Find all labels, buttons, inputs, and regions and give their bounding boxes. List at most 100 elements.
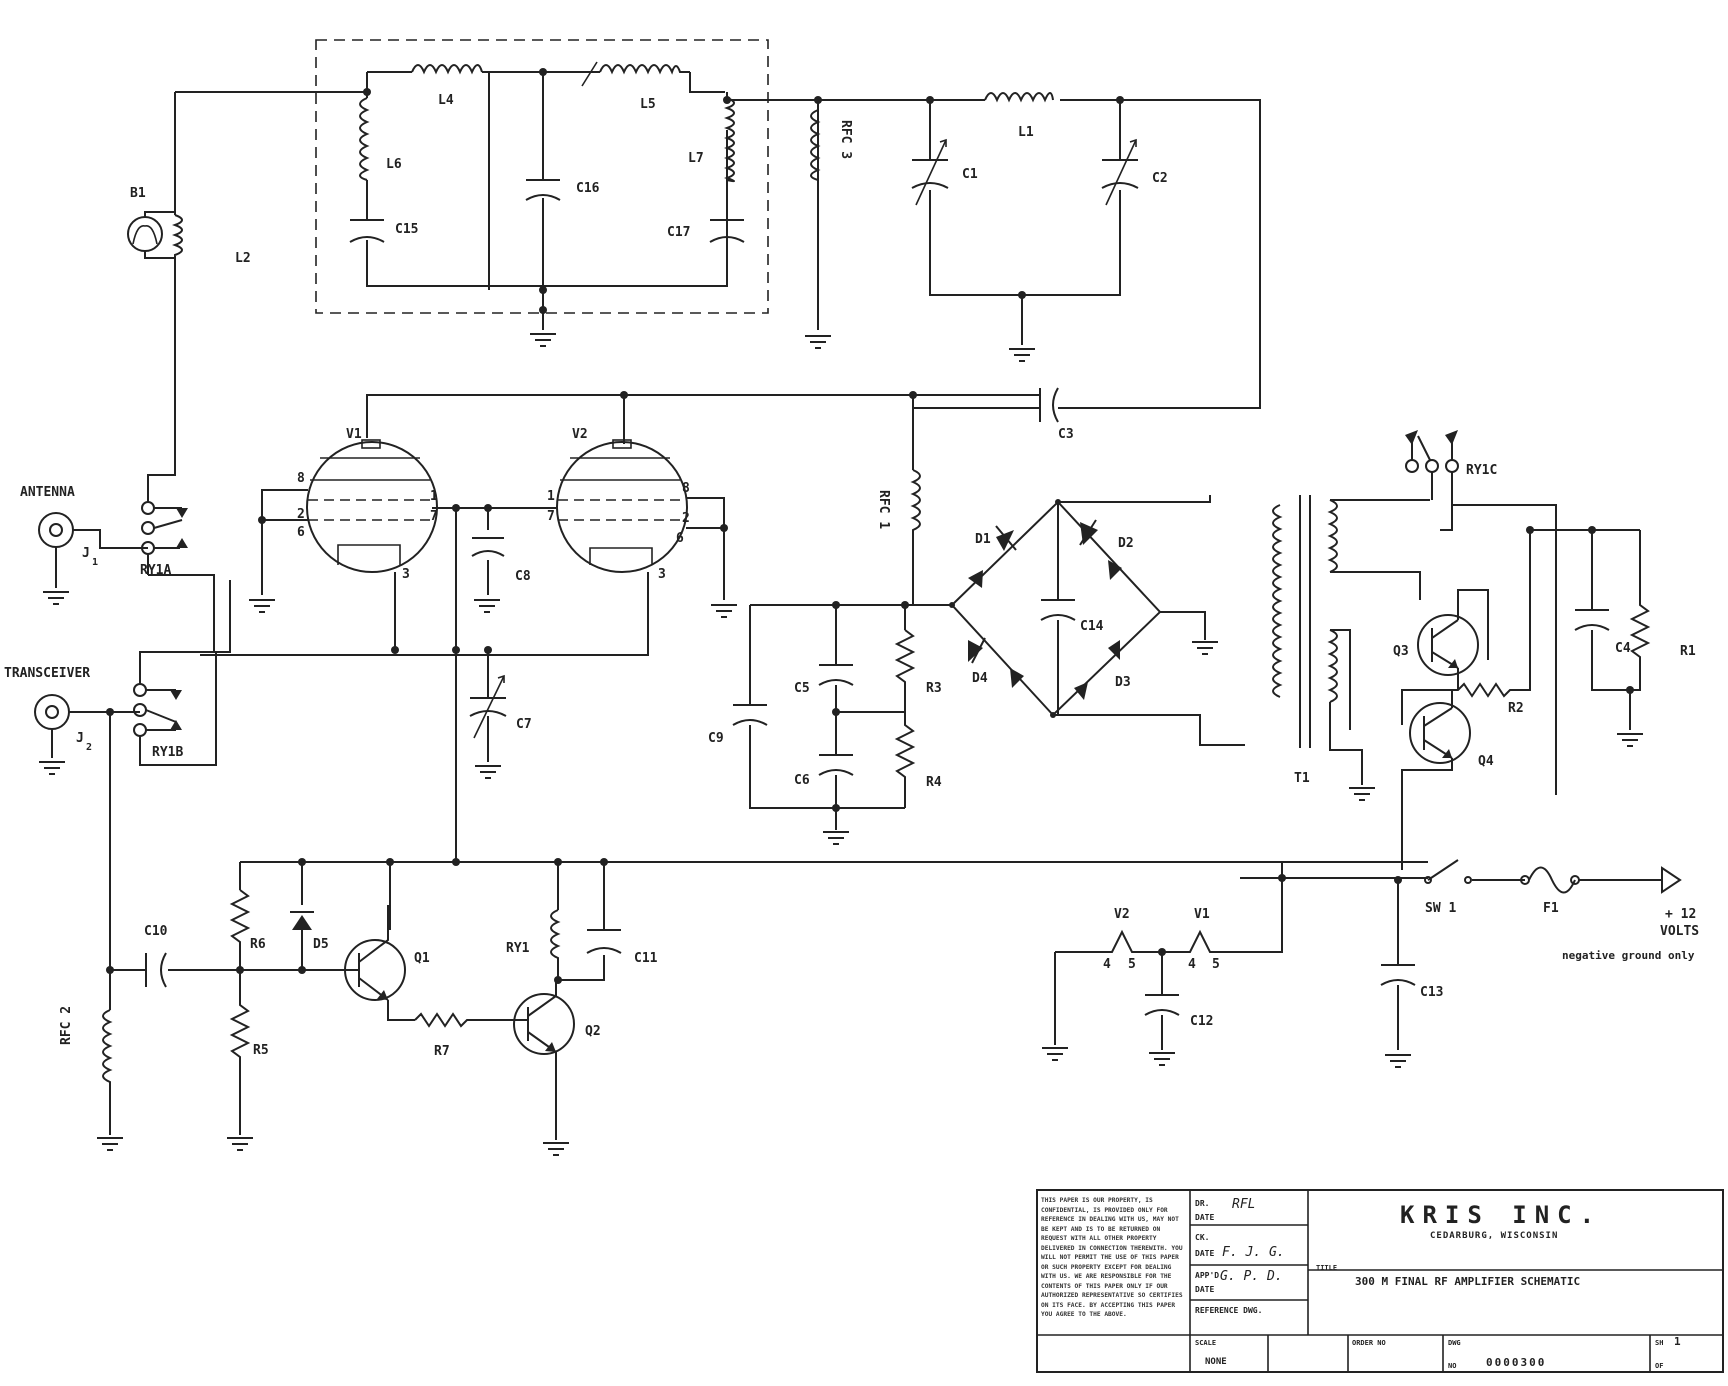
capacitor-C11: C11 xyxy=(586,929,658,966)
variable-capacitor-C7: C7 xyxy=(469,646,532,762)
label-C2: C2 xyxy=(1152,171,1168,186)
capacitor-C16: C16 xyxy=(525,179,600,201)
bridge-rectifier: C14 xyxy=(949,495,1245,746)
capacitor-C10: C10 xyxy=(106,712,350,1010)
label-SW1: SW 1 xyxy=(1425,901,1456,916)
pin-v1-8: 8 xyxy=(297,471,305,486)
label-V1: V1 xyxy=(346,427,362,442)
title-label: TITLE xyxy=(1316,1264,1337,1272)
title-block-notice: THIS PAPER IS OUR PROPERTY, IS CONFIDENT… xyxy=(1041,1197,1183,1318)
transistor-Q4: Q4 xyxy=(1401,689,1494,870)
relay-coil-RY1: RY1 xyxy=(506,909,605,984)
sheet-label: SH xyxy=(1655,1339,1663,1347)
choke-RFC3: RFC 3 xyxy=(810,100,853,181)
company-location: CEDARBURG, WISCONSIN xyxy=(1430,1231,1558,1241)
tube-wiring xyxy=(200,489,728,865)
label-L4: L4 xyxy=(438,93,454,108)
filter-network xyxy=(749,601,952,845)
label-negative-ground: negative ground only xyxy=(1562,949,1695,962)
pin-v2-3: 3 xyxy=(658,567,666,582)
drawing-title: 300 M FINAL RF AMPLIFIER SCHEMATIC xyxy=(1355,1275,1580,1288)
title-block xyxy=(1036,1189,1724,1373)
capacitor-C17: C17 xyxy=(667,219,745,243)
label-L1: L1 xyxy=(1018,125,1034,140)
diode-D3: D3 xyxy=(1108,640,1131,690)
transistor-Q3: Q3 xyxy=(1393,589,1489,690)
label-C15: C15 xyxy=(395,222,418,237)
date-label-1: DATE xyxy=(1195,1213,1214,1222)
pin-v2-6: 6 xyxy=(676,531,684,546)
pin-v2-1: 1 xyxy=(547,489,555,504)
connector-J1: ANTENNA J 1 xyxy=(20,485,148,605)
scale-label: SCALE xyxy=(1195,1339,1216,1347)
label-F1: F1 xyxy=(1543,901,1559,916)
heaters: V2 V1 4 5 4 5 C12 xyxy=(1042,878,1283,1066)
label-C6: C6 xyxy=(794,773,810,788)
label-L7: L7 xyxy=(688,151,704,166)
grounds-top xyxy=(530,333,1035,362)
label-C5: C5 xyxy=(794,681,810,696)
label-D2: D2 xyxy=(1118,536,1134,551)
label-heater-5a: 5 xyxy=(1128,957,1136,972)
dwg-number: 0000300 xyxy=(1486,1356,1546,1369)
inductor-L6: L6 xyxy=(359,97,402,181)
label-plus12: + 12 xyxy=(1665,907,1696,922)
diode-D4b xyxy=(1010,668,1024,688)
label-antenna: ANTENNA xyxy=(20,485,75,500)
fuse-F1: F1 + 12 VOLTS negative ground only xyxy=(1520,866,1699,962)
label-heater-V2: V2 xyxy=(1114,907,1130,922)
label-L2: L2 xyxy=(235,251,251,266)
diode-D3b xyxy=(1074,682,1088,700)
relay-contact-RY1B: RY1B xyxy=(133,574,231,766)
label-Q3: Q3 xyxy=(1393,644,1409,659)
label-D4: D4 xyxy=(972,671,988,686)
diode-D1b xyxy=(968,570,983,588)
variable-capacitor-C2: C2 xyxy=(1101,138,1168,206)
label-C3: C3 xyxy=(1058,427,1074,442)
inductor-L1: L1 xyxy=(984,92,1054,140)
switch-SW1: SW 1 xyxy=(1240,859,1525,916)
pi-network-box xyxy=(315,39,769,314)
inductor-L7: L7 xyxy=(688,97,735,183)
label-RFC2: RFC 2 xyxy=(59,1006,74,1045)
label-D5: D5 xyxy=(313,937,329,952)
label-C16: C16 xyxy=(576,181,600,196)
capacitor-C5: C5 xyxy=(794,664,854,696)
dr-label: DR. xyxy=(1195,1199,1209,1208)
label-RFC3: RFC 3 xyxy=(838,120,853,159)
label-J2-sub: 2 xyxy=(86,742,92,753)
label-B1: B1 xyxy=(130,186,146,201)
label-C8: C8 xyxy=(515,569,531,584)
resistor-R6: R6 xyxy=(229,889,266,970)
label-Q1: Q1 xyxy=(414,951,430,966)
tube-V1: V1 8 2 6 1 7 3 xyxy=(297,427,438,582)
label-R7: R7 xyxy=(434,1044,450,1059)
resistor-R4: R4 xyxy=(894,712,942,790)
dr-value: RFL xyxy=(1232,1197,1255,1212)
pin-v2-2: 2 xyxy=(682,511,690,526)
transformer-T1: T1 xyxy=(1272,495,1430,801)
pin-v1-1: 1 xyxy=(430,489,438,504)
capacitor-C6: C6 xyxy=(794,754,854,788)
label-heater-4b: 4 xyxy=(1188,957,1196,972)
diode-D5: D5 xyxy=(290,911,329,974)
label-transceiver: TRANSCEIVER xyxy=(4,666,90,681)
label-RFC1: RFC 1 xyxy=(876,490,891,529)
ck-label: CK. xyxy=(1195,1233,1209,1242)
label-C11: C11 xyxy=(634,951,658,966)
pin-v1-2: 2 xyxy=(297,507,305,522)
label-C7: C7 xyxy=(516,717,532,732)
label-heater-V1: V1 xyxy=(1194,907,1210,922)
label-J1: J xyxy=(82,546,90,561)
supply-rail xyxy=(239,858,1428,930)
diode-D2b xyxy=(1108,560,1122,580)
label-L5: L5 xyxy=(640,97,656,112)
connector-J2: TRANSCEIVER J 2 xyxy=(4,666,140,775)
transistor-Q1: Q1 xyxy=(344,905,430,1021)
resistor-R7: R7 xyxy=(414,1012,515,1059)
label-D1: D1 xyxy=(975,532,991,547)
label-C13: C13 xyxy=(1420,985,1443,1000)
relay-contact-RY1C: RY1C xyxy=(1405,430,1557,795)
label-C12: C12 xyxy=(1190,1014,1213,1029)
